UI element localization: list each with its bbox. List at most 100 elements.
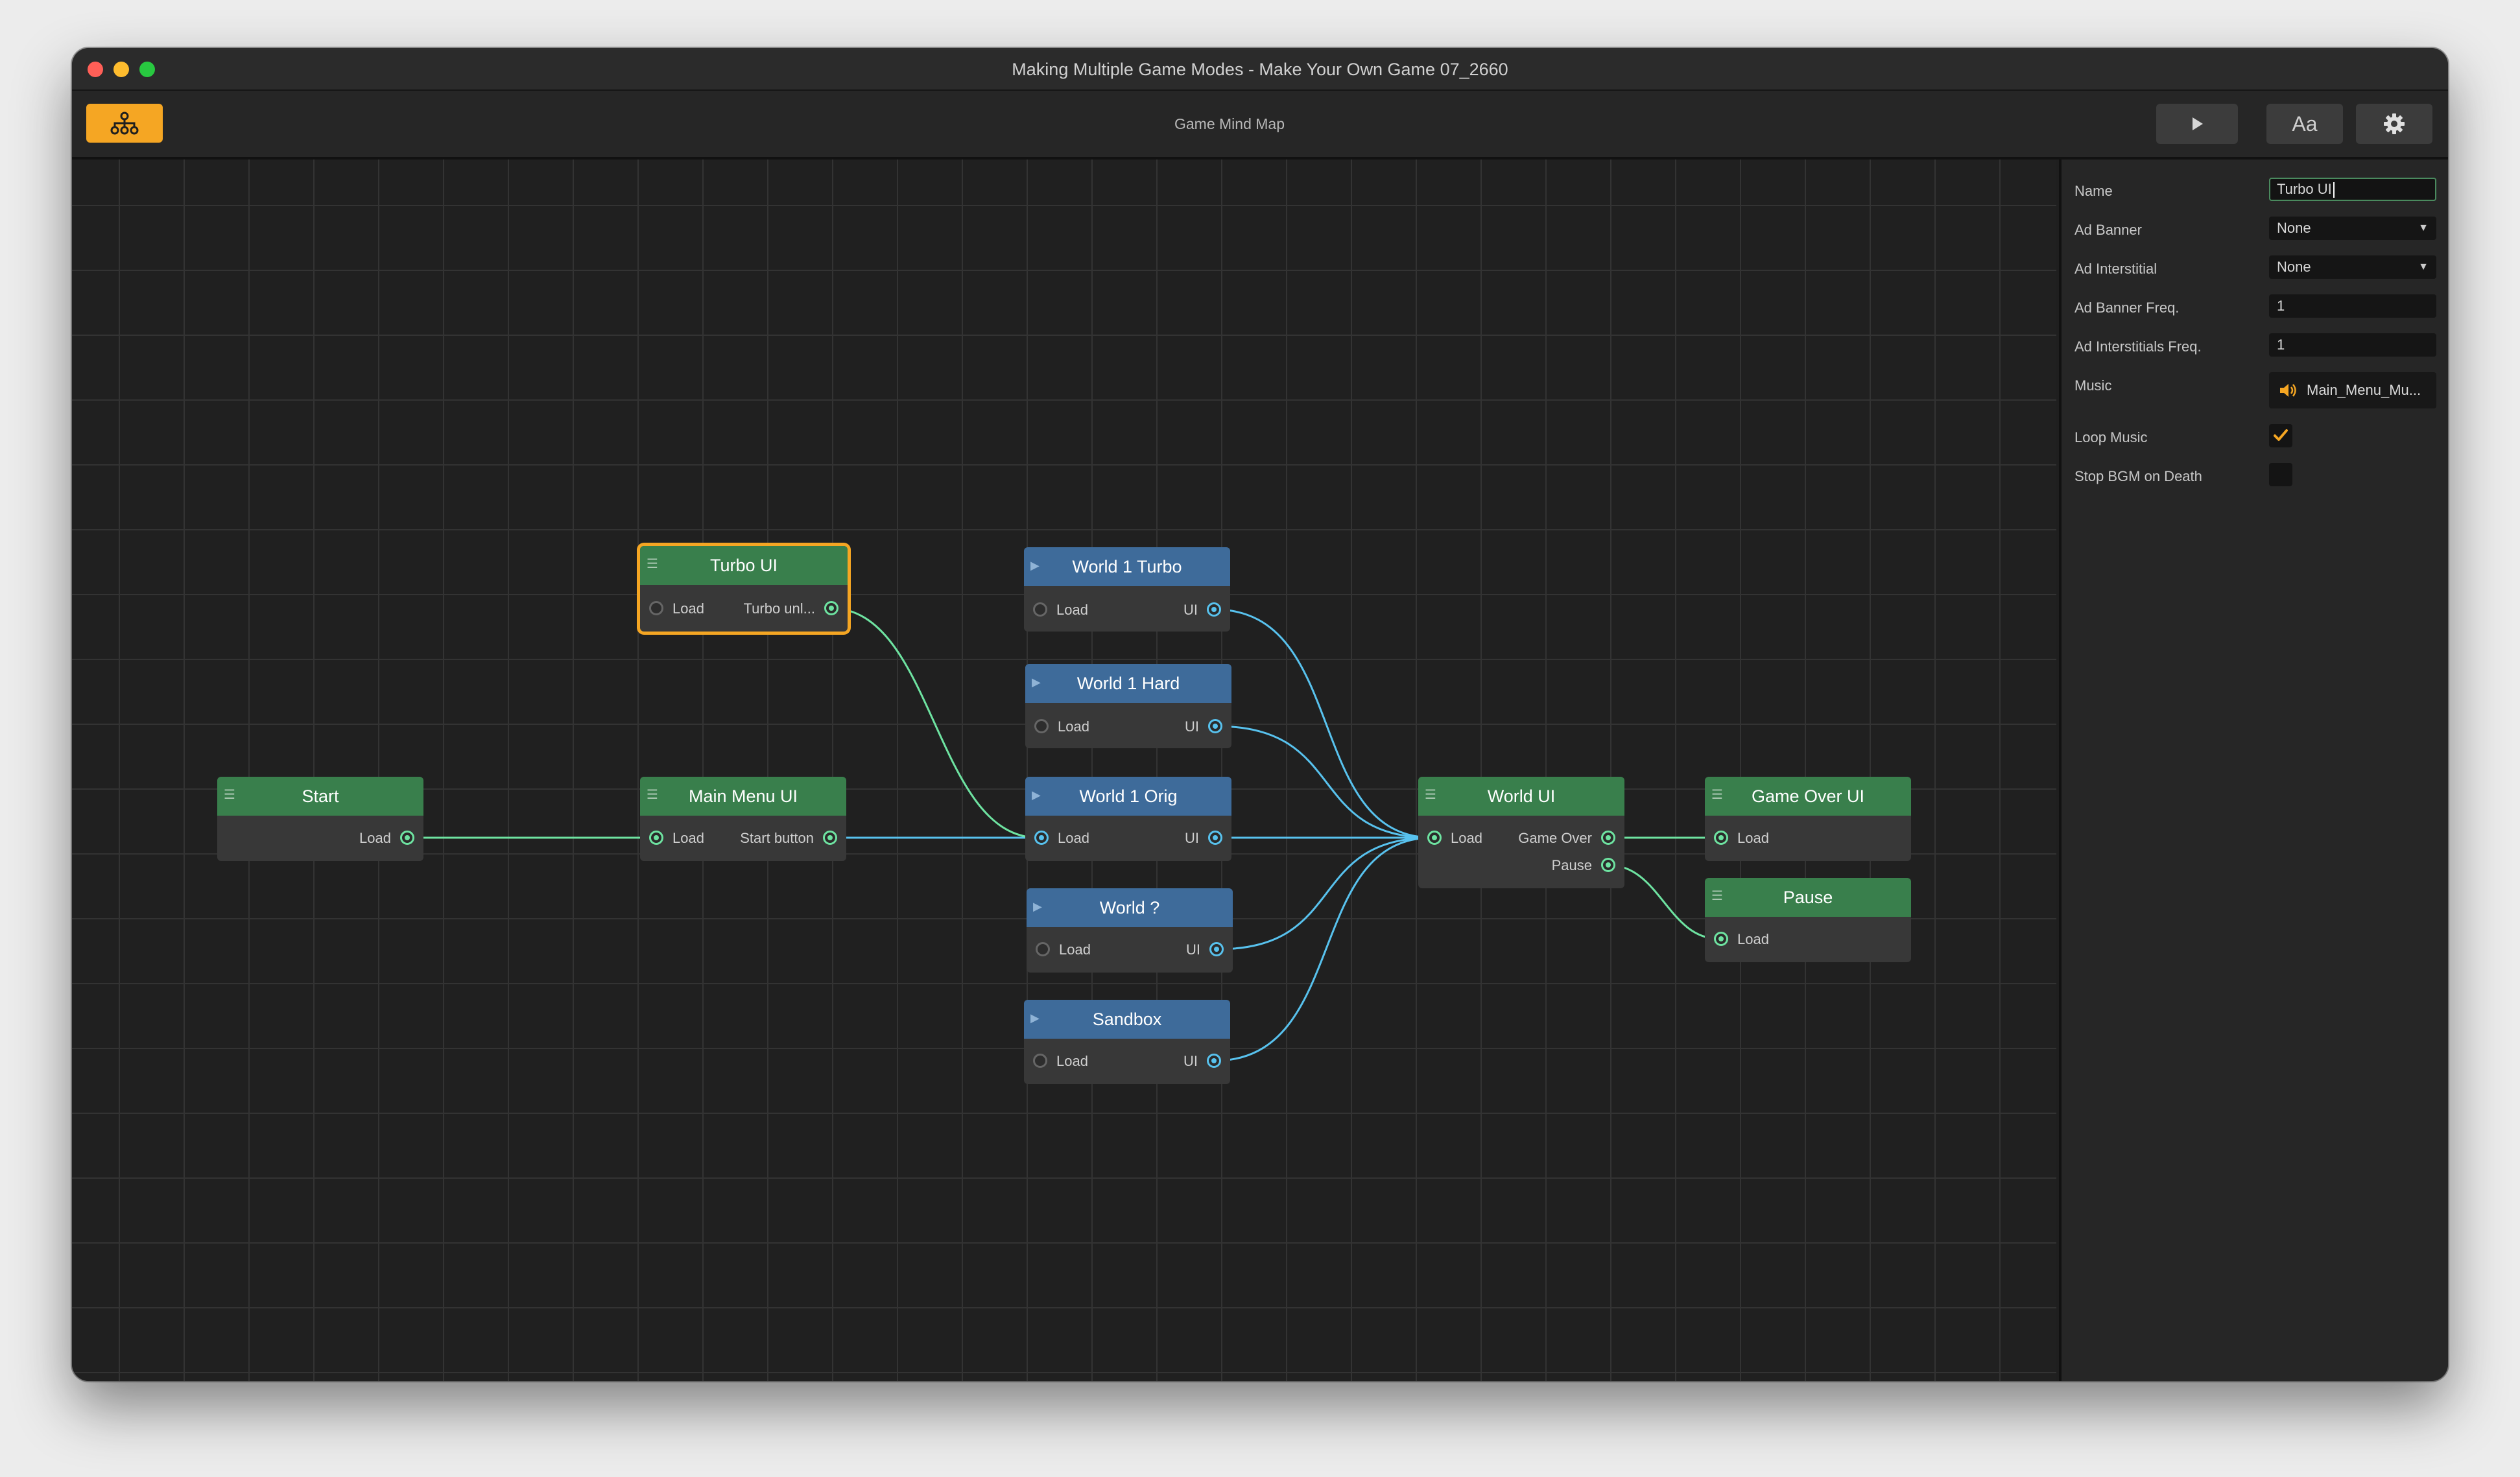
port-label: Start button xyxy=(740,830,814,846)
port-label: Load xyxy=(672,600,704,617)
load-input-port[interactable] xyxy=(1714,831,1728,845)
pause-output-port[interactable] xyxy=(1601,858,1615,872)
load-output-port[interactable] xyxy=(400,831,414,845)
settings-button[interactable] xyxy=(2356,104,2432,144)
load-input-port[interactable] xyxy=(1714,932,1728,946)
start-button-output-port[interactable] xyxy=(823,831,837,845)
mind-map-button[interactable] xyxy=(86,104,163,143)
port-label: Load xyxy=(1056,1053,1088,1069)
node-start[interactable]: ☰ Start Load xyxy=(217,777,423,861)
speaker-icon xyxy=(2280,384,2296,397)
node-world-ui[interactable]: ☰World UI Load Game Over Pause xyxy=(1418,777,1624,888)
node-game-over-ui[interactable]: ☰Game Over UI Load xyxy=(1705,777,1911,861)
port-label: UI xyxy=(1185,718,1199,735)
ad-interstitial-label: Ad Interstitial xyxy=(2074,261,2157,277)
node-title: World ? xyxy=(1099,898,1160,917)
load-input-port[interactable] xyxy=(1034,831,1049,845)
port-label: UI xyxy=(1186,941,1200,958)
font-button[interactable]: Aa xyxy=(2266,104,2343,144)
game-over-output-port[interactable] xyxy=(1601,831,1615,845)
ad-banner-freq-field[interactable]: 1 xyxy=(2269,294,2436,318)
wire-world-q-to-world-ui xyxy=(1217,836,1433,951)
node-title: Pause xyxy=(1783,888,1833,907)
wire-turbo-ui-to-world1-orig xyxy=(830,607,1039,839)
load-input-port[interactable] xyxy=(1033,1054,1047,1068)
ad-interstitials-freq-field[interactable]: 1 xyxy=(2269,333,2436,357)
toolbar: Game Mind Map Aa xyxy=(72,91,2448,160)
load-input-port[interactable] xyxy=(649,831,663,845)
inspector-panel: Name Turbo UI Ad Banner None▼ Ad Interst… xyxy=(2059,160,2448,1381)
music-label: Music xyxy=(2074,377,2112,394)
port-label: UI xyxy=(1183,602,1198,618)
play-icon xyxy=(2193,117,2203,130)
gear-icon xyxy=(2384,113,2405,134)
load-input-port[interactable] xyxy=(1036,942,1050,956)
dropdown-arrow-icon: ▼ xyxy=(2418,222,2429,233)
node-title: Start xyxy=(302,786,339,806)
node-main-menu-ui[interactable]: ☰ Main Menu UI Load Start button xyxy=(640,777,846,861)
load-input-port[interactable] xyxy=(649,601,663,615)
ui-output-port[interactable] xyxy=(1209,942,1224,956)
node-title: Sandbox xyxy=(1092,1010,1162,1029)
dropdown-arrow-icon: ▼ xyxy=(2418,261,2429,272)
wire-world1-hard-to-world-ui xyxy=(1215,725,1433,839)
play-button[interactable] xyxy=(2156,104,2238,144)
checkmark-icon xyxy=(2274,429,2288,441)
ad-banner-label: Ad Banner xyxy=(2074,222,2142,238)
ui-output-port[interactable] xyxy=(1207,1054,1221,1068)
play-icon: ▶ xyxy=(1032,788,1041,801)
turbo-unlock-output-port[interactable] xyxy=(824,601,838,615)
stop-bgm-checkbox[interactable] xyxy=(2269,463,2292,486)
node-world-unknown[interactable]: ▶ World ? Load UI xyxy=(1027,888,1233,973)
minimize-window-button[interactable] xyxy=(113,62,129,77)
hierarchy-icon xyxy=(110,112,139,135)
ad-interstitial-dropdown[interactable]: None▼ xyxy=(2269,255,2436,279)
node-turbo-ui[interactable]: ☰ Turbo UI Load Turbo unl... xyxy=(640,546,848,632)
load-input-port[interactable] xyxy=(1034,719,1049,733)
node-sandbox[interactable]: ▶Sandbox Load UI xyxy=(1024,1000,1230,1084)
node-title: Main Menu UI xyxy=(688,786,798,806)
list-icon: ☰ xyxy=(647,788,658,802)
toolbar-title: Game Mind Map xyxy=(1174,115,1285,132)
port-label: Pause xyxy=(1551,857,1592,873)
load-input-port[interactable] xyxy=(1033,602,1047,617)
port-label: Load xyxy=(1451,830,1482,846)
list-icon: ☰ xyxy=(224,788,235,802)
port-label: Load xyxy=(359,830,391,846)
play-icon: ▶ xyxy=(1033,900,1042,913)
ad-banner-dropdown[interactable]: None▼ xyxy=(2269,217,2436,240)
node-title: Game Over UI xyxy=(1751,786,1865,806)
node-pause[interactable]: ☰Pause Load xyxy=(1705,878,1911,962)
music-picker[interactable]: Main_Menu_Mu... xyxy=(2269,372,2436,408)
ui-output-port[interactable] xyxy=(1208,831,1222,845)
node-title: World 1 Orig xyxy=(1079,786,1178,806)
ui-output-port[interactable] xyxy=(1208,719,1222,733)
list-icon: ☰ xyxy=(647,557,658,571)
name-value: Turbo UI xyxy=(2277,181,2332,197)
maximize-window-button[interactable] xyxy=(139,62,155,77)
port-label: Load xyxy=(1059,941,1091,958)
node-world1-orig[interactable]: ▶World 1 Orig Load UI xyxy=(1025,777,1231,861)
name-label: Name xyxy=(2074,183,2113,199)
close-window-button[interactable] xyxy=(88,62,103,77)
stop-bgm-label: Stop BGM on Death xyxy=(2074,468,2202,484)
node-title: World 1 Hard xyxy=(1076,674,1180,693)
port-label: Load xyxy=(1056,602,1088,618)
load-input-port[interactable] xyxy=(1427,831,1442,845)
port-label: Game Over xyxy=(1518,830,1592,846)
node-world1-hard[interactable]: ▶World 1 Hard Load UI xyxy=(1025,664,1231,748)
music-value: Main_Menu_Mu... xyxy=(2307,382,2421,398)
window-title: Making Multiple Game Modes - Make Your O… xyxy=(1012,60,1508,79)
node-title: Turbo UI xyxy=(709,556,778,575)
name-field[interactable]: Turbo UI xyxy=(2269,178,2436,201)
port-label: Load xyxy=(672,830,704,846)
port-label: Load xyxy=(1058,718,1089,735)
mind-map-canvas[interactable]: ☰Turbo UI Load Turbo unl... ☰Start Load … xyxy=(72,160,2056,1381)
loop-music-checkbox[interactable] xyxy=(2269,424,2292,447)
wire-sandbox-to-world-ui xyxy=(1214,836,1433,1062)
list-icon: ☰ xyxy=(1425,788,1436,802)
port-label: Turbo unl... xyxy=(743,600,815,617)
node-world1-turbo[interactable]: ▶World 1 Turbo Load UI xyxy=(1024,547,1230,632)
title-bar: Making Multiple Game Modes - Make Your O… xyxy=(72,48,2448,91)
ui-output-port[interactable] xyxy=(1207,602,1221,617)
